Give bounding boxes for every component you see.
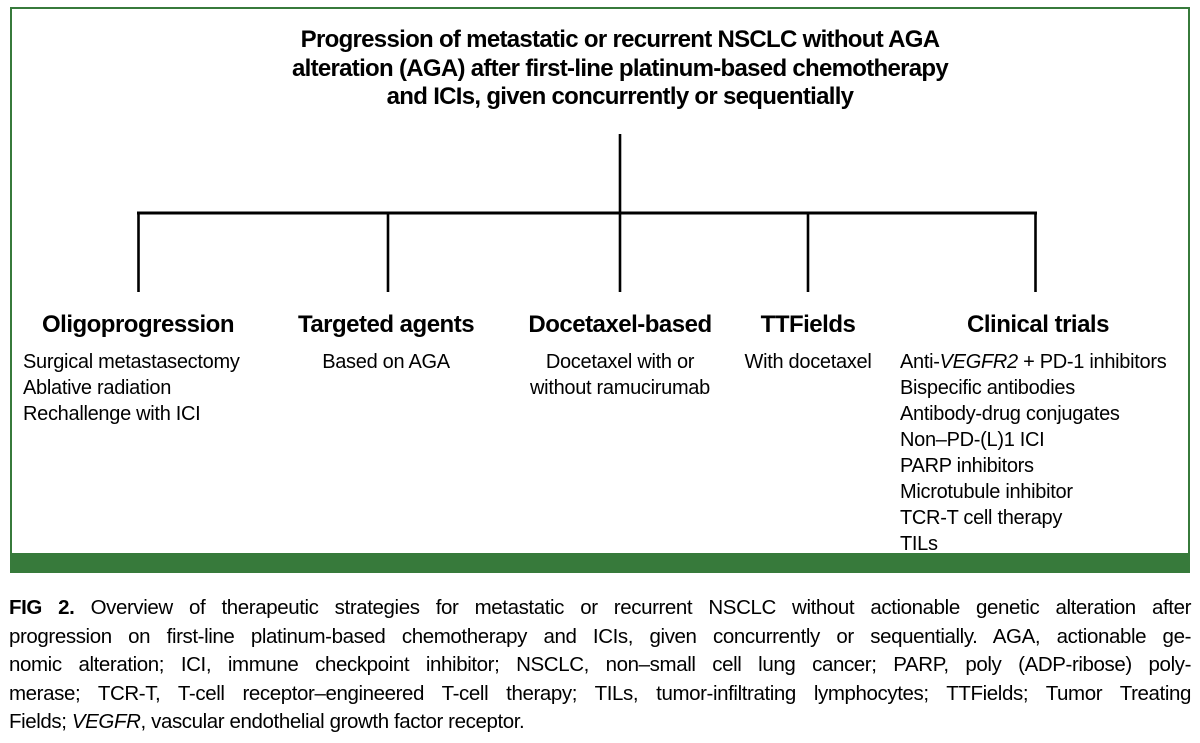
column-heading: Clinical trials xyxy=(967,311,1109,338)
caption-line: Fields; VEGFR, vascular endothelial grow… xyxy=(9,708,1191,737)
column-oligoprogression: Oligoprogression Surgical metastasectomy… xyxy=(16,312,260,427)
green-footer-bar xyxy=(12,553,1188,572)
column-item: Docetaxel with or xyxy=(545,351,695,373)
column-item-list: With docetaxel xyxy=(718,349,898,375)
column-item: Surgical metastasectomy xyxy=(23,351,240,373)
column-heading: Targeted agents xyxy=(297,311,475,338)
column-item-gene-name: VEGFR2 xyxy=(939,351,1019,373)
column-item-list: Surgical metastasectomy Ablative radiati… xyxy=(16,349,260,427)
caption-text: Overview of therapeutic strategies for m… xyxy=(74,596,1192,619)
column-item: Microtubule inhibitor xyxy=(900,481,1073,503)
column-item-text: + PD-1 inhibitors xyxy=(1017,351,1167,373)
column-ttfields: TTFields With docetaxel xyxy=(718,312,898,375)
column-item: without ramucirumab xyxy=(530,377,710,399)
title-line: alteration (AGA) after first-line platin… xyxy=(291,54,949,82)
caption-text: merase; TCR-T, T-cell receptor–engineere… xyxy=(9,681,1191,705)
column-heading: Oligoprogression xyxy=(41,311,235,338)
caption-text: , vascular endothelial growth factor rec… xyxy=(140,710,525,733)
column-item: TCR-T cell therapy xyxy=(900,507,1063,529)
title-line: Progression of metastatic or recurrent N… xyxy=(300,26,940,53)
column-item: Non–PD-(L)1 ICI xyxy=(900,429,1045,451)
caption-line: FIG 2. Overview of therapeutic strategie… xyxy=(9,594,1191,623)
column-item: Bispecific antibodies xyxy=(900,377,1075,399)
column-item: Antibody-drug conjugates xyxy=(900,403,1120,425)
column-targeted-agents: Targeted agents Based on AGA xyxy=(286,312,486,375)
column-item-text: Anti- xyxy=(900,351,940,373)
figure-label: FIG 2. xyxy=(9,596,75,619)
caption-text: nomic alteration; ICI, immune checkpoint… xyxy=(9,653,1191,676)
figure-box xyxy=(10,7,1190,573)
column-item-list: Anti-VEGFR2 + PD-1 inhibitors Bispecific… xyxy=(894,349,1182,557)
column-item-list: Based on AGA xyxy=(286,349,486,375)
figure-title: Progression of metastatic or recurrent N… xyxy=(120,26,1120,112)
column-item: Based on AGA xyxy=(322,351,450,373)
column-item: Anti-VEGFR2 + PD-1 inhibitors xyxy=(900,349,1182,375)
caption-line: merase; TCR-T, T-cell receptor–engineere… xyxy=(9,680,1191,709)
column-docetaxel-based: Docetaxel-based Docetaxel with or withou… xyxy=(500,312,740,401)
column-item-list: Docetaxel with or without ramucirumab xyxy=(500,349,740,401)
column-heading: Docetaxel-based xyxy=(528,311,712,338)
column-item: Rechallenge with ICI xyxy=(23,403,201,425)
caption-line: nomic alteration; ICI, immune checkpoint… xyxy=(9,651,1191,680)
title-line: and ICIs, given concurrently or sequenti… xyxy=(386,83,854,110)
column-item: TILs xyxy=(900,533,938,555)
caption-text: Fields; xyxy=(9,710,72,733)
column-item: With docetaxel xyxy=(744,351,872,373)
figure-caption: FIG 2. Overview of therapeutic strategie… xyxy=(9,594,1191,737)
caption-text: progression on first-line platinum-based… xyxy=(9,624,1191,648)
column-heading: TTFields xyxy=(760,311,856,338)
column-item: Ablative radiation xyxy=(23,377,172,399)
column-clinical-trials: Clinical trials Anti-VEGFR2 + PD-1 inhib… xyxy=(894,312,1182,557)
caption-gene-name: VEGFR xyxy=(71,710,141,733)
caption-line: progression on first-line platinum-based… xyxy=(9,623,1191,652)
column-item: PARP inhibitors xyxy=(900,455,1034,477)
